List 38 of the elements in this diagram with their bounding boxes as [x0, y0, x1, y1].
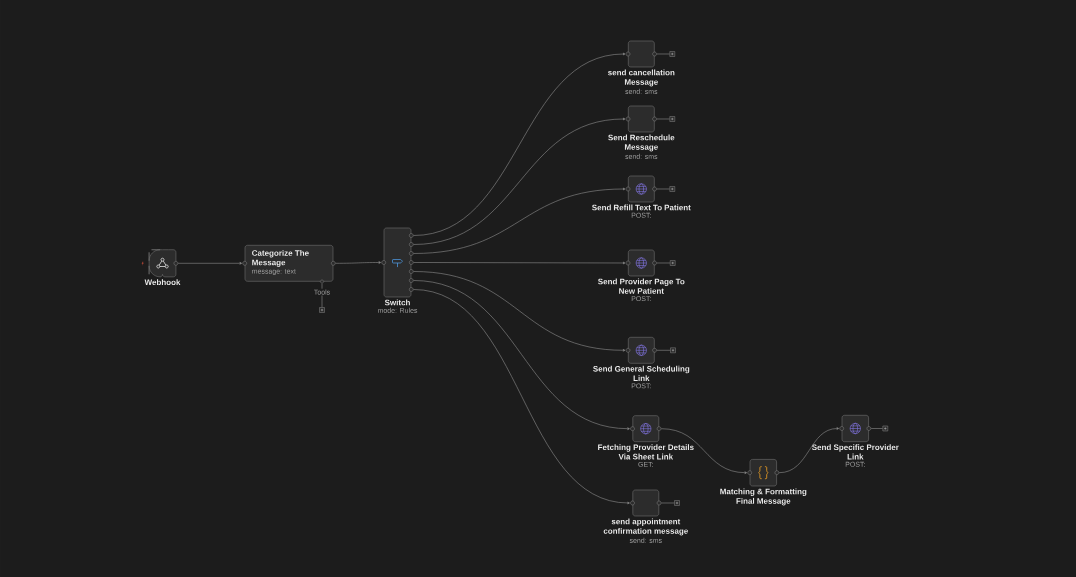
connector-line	[321, 283, 323, 308]
node-label: Matching & Formatting Final Message	[720, 488, 807, 506]
connector-line	[656, 350, 671, 351]
connector-line	[661, 502, 675, 504]
arrow	[413, 187, 626, 254]
connector-line	[870, 428, 883, 429]
node-label: Send Specific Provider Link	[811, 444, 899, 460]
add-button	[674, 500, 680, 506]
arrow	[335, 261, 381, 264]
node-label: Webhook	[144, 279, 181, 285]
arrow	[413, 52, 626, 236]
connector-line	[656, 118, 670, 120]
add-button	[669, 260, 676, 266]
node-label: Send Refill Text To Patient	[592, 204, 691, 211]
add-button	[669, 116, 676, 122]
node-label: Send Provider Page To New Patient	[598, 278, 685, 294]
arrow	[413, 280, 630, 430]
node-label: Switch	[384, 299, 410, 306]
add-button	[319, 307, 325, 313]
arrow	[413, 289, 630, 505]
node-label: Send General Scheduling Link	[593, 365, 690, 381]
connector-line	[656, 262, 671, 264]
add-button	[670, 347, 676, 354]
node-label: send cancellation Message	[608, 69, 675, 87]
arrow	[661, 428, 747, 474]
add-button	[669, 186, 676, 192]
arrow	[413, 261, 626, 265]
add-button	[669, 51, 676, 57]
arrow	[778, 427, 839, 473]
node-label: Send Reschedule Message	[608, 134, 675, 152]
arrow	[413, 117, 626, 245]
connector-line	[656, 188, 670, 190]
node-label: Fetching Provider Details Via Sheet Link	[598, 444, 694, 460]
add-button	[882, 425, 889, 432]
arrow	[177, 262, 242, 265]
node-label: send appointment confirmation message	[603, 518, 688, 536]
arrow	[413, 271, 626, 352]
connector-line	[656, 53, 670, 55]
